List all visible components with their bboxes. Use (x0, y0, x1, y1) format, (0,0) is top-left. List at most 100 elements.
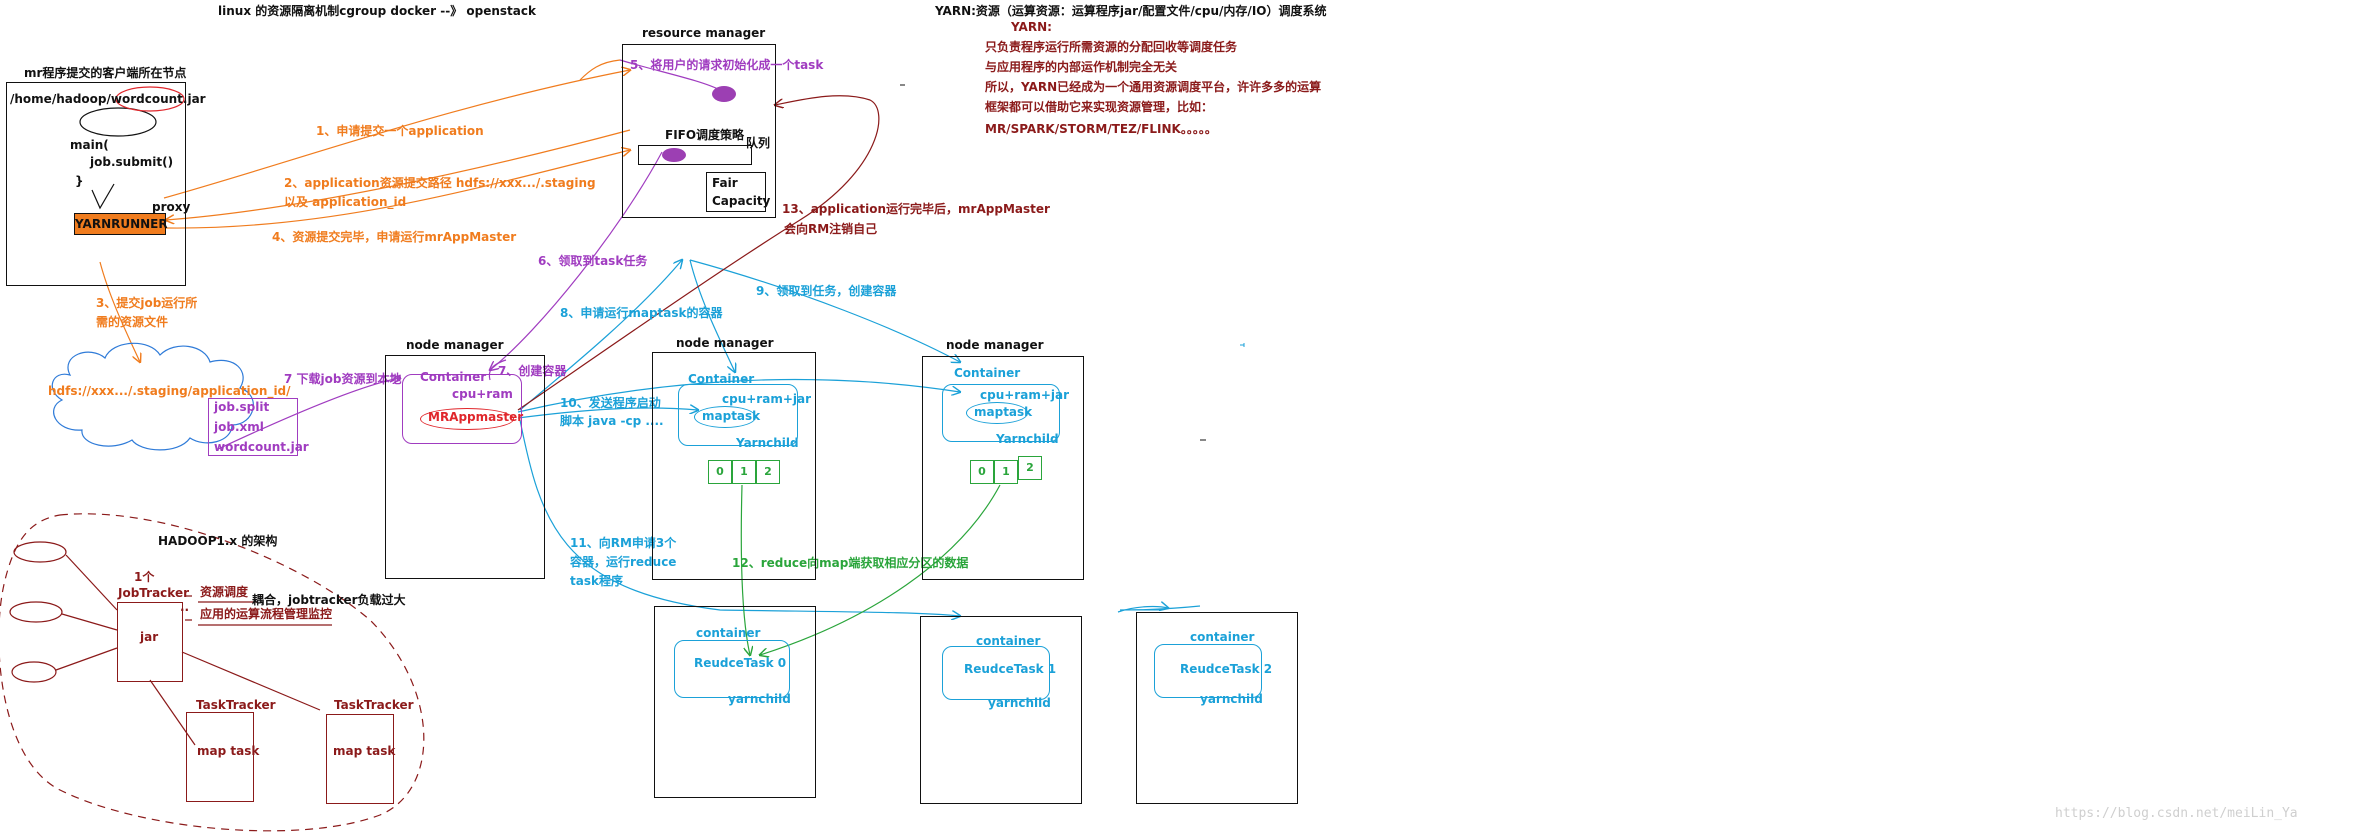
client-jar-path: /home/hadoop/wordcount.jar (10, 92, 206, 106)
nm1-appmaster-label: MRAppmaster (428, 410, 524, 424)
client-job-submit: job.submit() (90, 155, 174, 169)
nm3-title: node manager (946, 338, 1044, 352)
nm3-container-label: Container (954, 366, 1021, 380)
step11-label: 11、向RM申请3个 (570, 536, 677, 550)
yarn-desc-line4: 所以，YARN已经成为一个通用资源调度平台，许许多多的运算 (985, 80, 1322, 94)
step8-label: 8、申请运行maptask的容器 (560, 306, 723, 320)
client-oval-3 (11, 661, 57, 683)
yarn-desc-line2: 只负责程序运行所需资源的分配回收等调度任务 (985, 40, 1238, 54)
step2-label-b: 以及 application_id (284, 195, 407, 209)
hadoop1-jobtracker-label: JobTracker (118, 586, 190, 600)
nm2-partition-0: 0 (708, 460, 732, 484)
rm-title: resource manager (642, 26, 766, 40)
reduce1-yarnchild: yarnchild (988, 696, 1051, 710)
reduce1-task-label: ReudceTask 1 (964, 662, 1057, 676)
watermark: https://blog.csdn.net/meiLin_Ya (2055, 806, 2298, 821)
reduce2-container-label: container (1190, 630, 1255, 644)
nm1-container-label: Container (420, 370, 487, 384)
hadoop1-sched2: 应用的运算流程管理监控 (200, 607, 333, 621)
hadoop1-dots: .. (180, 600, 190, 614)
nm2-container-label: Container (688, 372, 755, 386)
hdfs-file-xml: job.xml (214, 420, 264, 434)
client-check-mark (91, 183, 115, 210)
nm3-maptask (966, 402, 1028, 424)
step2-label: 2、application资源提交路径 hdfs://xxx.../.stagi… (284, 176, 596, 190)
step3-label: 3、提交job运行所 (96, 296, 198, 310)
step13-label: 13、application运行完毕后，mrAppMaster (782, 202, 1050, 216)
step13b-label: 会向RM注销自己 (784, 222, 878, 236)
rm-box (622, 44, 776, 218)
step5-label: 5、将用户的请求初始化成一个task (630, 58, 824, 72)
reduce-node-1 (920, 616, 1082, 804)
nm2-cpu-label: cpu+ram+jar (722, 392, 812, 406)
arrow-to-rm-top (579, 59, 621, 81)
client-link-3 (55, 647, 118, 671)
arrow-step9b (689, 259, 960, 362)
step12-label: 12、reduce向map端获取相应分区的数据 (732, 556, 969, 570)
arrow-step2 (166, 129, 631, 220)
arrow-step4 (165, 150, 630, 229)
nm2-partition-2: 2 (756, 460, 780, 484)
arrow-step7-create (488, 359, 507, 381)
hdfs-file-jar: wordcount.jar (214, 440, 309, 454)
nm1-box (385, 355, 545, 579)
jt-sched-bracket (185, 595, 192, 621)
hadoop1-count: 1个 (134, 570, 155, 584)
client-link-2 (61, 613, 118, 631)
arrow-step12a (740, 484, 750, 655)
client-jar-loop (79, 107, 157, 137)
step7b-label: 7 下载job资源到本地 (284, 372, 402, 386)
nm3-container (942, 384, 1060, 442)
hadoop1-coupling: 耦合，jobtracker负载过大 (252, 593, 406, 607)
hadoop1-tasktracker1-box (186, 712, 254, 802)
reduce1-container-label: container (976, 634, 1041, 648)
yarn-title: YARN:资源（运算资源：运算程序jar/配置文件/cpu/内存/IO）调度系统 (935, 4, 1327, 18)
nm2-partition-1: 1 (732, 460, 756, 484)
step11b-label: 容器，运行reduce (570, 555, 677, 569)
hadoop1-tasktracker2-label: TaskTracker (334, 698, 414, 712)
yarn-desc-line3: 与应用程序的内部运作机制完全无关 (985, 60, 1178, 74)
hadoop1-maptask2: map task (333, 744, 396, 758)
nm3-cpu-label: cpu+ram+jar (980, 388, 1070, 402)
arrow-step1 (163, 70, 630, 199)
nm3-partition-2: 2 (1018, 456, 1042, 480)
reduce1-container (942, 646, 1050, 700)
yarn-desc-line5: 框架都可以借助它来实现资源管理，比如： (985, 100, 1214, 114)
client-brace: } (75, 174, 84, 188)
nm2-yarnchild-label: Yarnchild (736, 436, 799, 450)
step10-label: 10、发送程序启动 (560, 396, 661, 410)
rm-fifo-queue (638, 145, 752, 165)
reduce2-task-label: ReudceTask 2 (1180, 662, 1273, 676)
client-node-box (6, 82, 186, 286)
reduce0-container (674, 640, 790, 698)
hdfs-files-box (208, 398, 298, 456)
client-oval-1 (13, 541, 67, 563)
step6-label: 6、领取到task任务 (538, 254, 648, 268)
hdfs-staging-path: hdfs://xxx.../.staging/application_id/ (48, 384, 291, 398)
nm2-box (652, 352, 816, 580)
reduce-node-2 (1136, 612, 1298, 804)
arrow-step13 (517, 95, 880, 411)
nm1-appmaster (420, 408, 514, 430)
arrow-step9a (689, 259, 735, 372)
rm-queue-label: 队列 (746, 136, 771, 150)
yarnrunner-box: YARNRUNNER (74, 213, 168, 235)
arrow-step5 (619, 59, 721, 91)
reduce0-yarnchild: yarnchild (728, 692, 791, 706)
jt-tt-link-1 (149, 679, 196, 746)
step3-label-b: 需的资源文件 (96, 315, 169, 329)
arrow-step12b (760, 484, 1001, 655)
hdfs-cloud (51, 342, 254, 451)
reduce0-task-label: ReudceTask 0 (694, 656, 787, 670)
nm3-partition-1: 1 (994, 460, 1018, 484)
nm2-maptask-label: maptask (702, 409, 761, 423)
nm3-partition-0: 0 (970, 460, 994, 484)
client-link-1 (65, 554, 118, 611)
arrow-step6 (490, 151, 663, 370)
arrow-step10b (517, 378, 960, 413)
nm3-box (922, 356, 1084, 580)
reduce2-yarnchild: yarnchild (1200, 692, 1263, 706)
wordcount-highlight (115, 86, 185, 112)
nm2-container (678, 384, 798, 446)
